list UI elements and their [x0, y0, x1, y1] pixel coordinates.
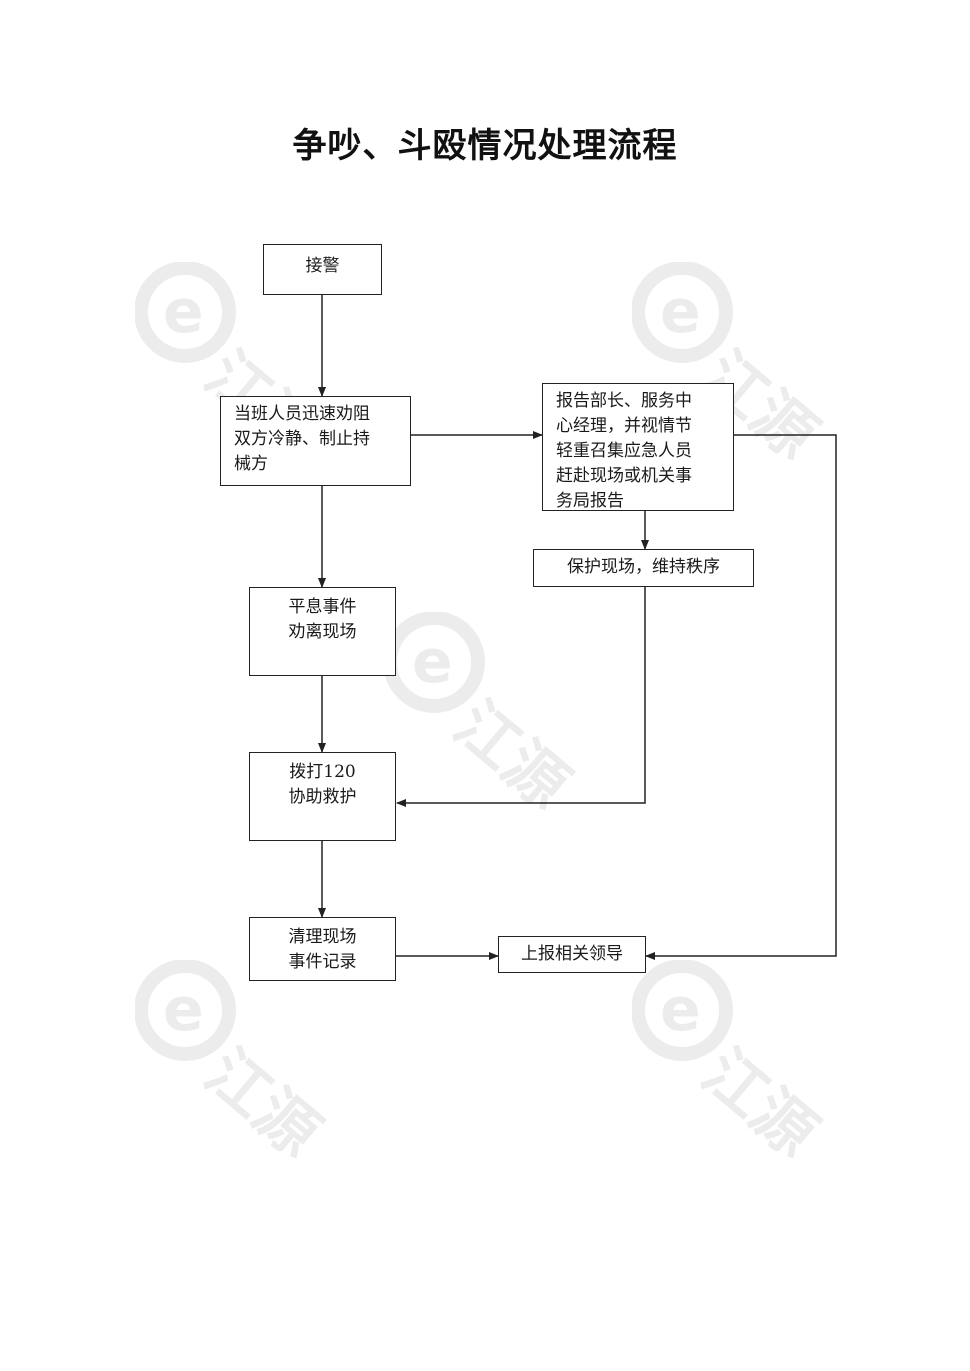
node-persuade-parties: 当班人员迅速劝阻 双方冷静、制止持 械方: [220, 396, 411, 486]
node-report-manager: 报告部长、服务中 心经理，并视情节 轻重召集应急人员 赶赴现场或机关事 务局报告: [542, 383, 734, 511]
arrow-protect-to-call: [396, 587, 646, 807]
page-title: 争吵、斗殴情况处理流程: [292, 126, 678, 166]
node-report-leader-label: 上报相关领导: [521, 944, 623, 964]
node-persuade-parties-label: 当班人员迅速劝阻 双方冷静、制止持 械方: [234, 404, 370, 474]
node-call-120: 拨打120 协助救护: [249, 752, 396, 841]
node-receive-alarm-label: 接警: [305, 256, 340, 276]
node-protect-scene-label: 保护现场，维持秩序: [567, 557, 720, 577]
node-protect-scene: 保护现场，维持秩序: [533, 549, 754, 587]
node-receive-alarm: 接警: [263, 244, 382, 295]
arrow-report-to-leader: [645, 434, 837, 960]
node-report-manager-label: 报告部长、服务中 心经理，并视情节 轻重召集应急人员 赶赴现场或机关事 务局报告: [556, 391, 692, 511]
node-clean-record-label: 清理现场 事件记录: [288, 927, 357, 972]
node-report-leader: 上报相关领导: [498, 936, 646, 973]
node-clean-record: 清理现场 事件记录: [249, 917, 396, 981]
node-call-120-label: 拨打120 协助救护: [288, 762, 357, 807]
node-calm-incident: 平息事件 劝离现场: [249, 587, 396, 676]
node-calm-incident-label: 平息事件 劝离现场: [288, 597, 357, 642]
